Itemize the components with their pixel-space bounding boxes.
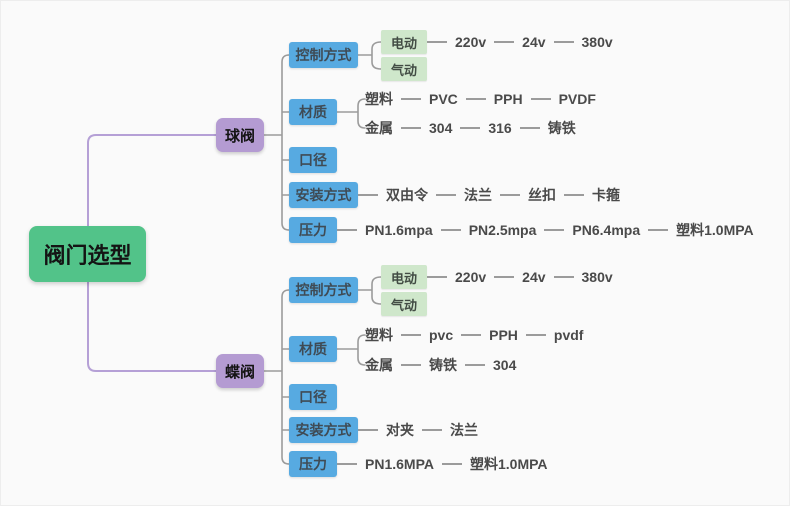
value-node[interactable]: 316: [488, 120, 512, 136]
connector-dash: [530, 98, 551, 100]
connector-dash: [440, 229, 461, 231]
value-node[interactable]: PN1.6MPA: [365, 456, 434, 472]
value-node[interactable]: PPH: [493, 91, 523, 107]
value-node[interactable]: 双由令: [386, 187, 428, 203]
value-node[interactable]: PN6.4mpa: [572, 222, 641, 238]
value-node[interactable]: 24v: [522, 269, 546, 285]
connector-dash: [544, 229, 565, 231]
connector-dash: [525, 334, 546, 336]
category-diameter-butterfly[interactable]: 口径: [289, 384, 337, 410]
category-material-butterfly[interactable]: 材质: [289, 336, 337, 362]
value-node[interactable]: 金属: [365, 357, 393, 373]
connector-dash: [358, 194, 378, 196]
root-node-valve-selection[interactable]: 阀门选型: [29, 226, 146, 282]
connector-dash: [553, 41, 574, 43]
connector-dash: [500, 194, 520, 196]
value-node[interactable]: 304: [493, 357, 517, 373]
metal-material-chain-ball: 金属 304 316 铸铁: [365, 115, 576, 141]
value-node[interactable]: 塑料: [365, 327, 393, 343]
value-node[interactable]: 塑料1.0MPA: [469, 456, 548, 472]
connector-dash: [337, 229, 357, 231]
connector-dash: [436, 194, 456, 196]
connector-dash: [422, 429, 442, 431]
category-installation-ball[interactable]: 安装方式: [289, 182, 358, 208]
connector-dash: [401, 98, 421, 100]
installation-chain-butterfly: 对夹 法兰: [358, 417, 478, 443]
leaf-pneumatic-ball[interactable]: 气动: [381, 57, 427, 81]
connector-dash: [401, 364, 421, 366]
value-node[interactable]: 铸铁: [429, 357, 457, 373]
value-node[interactable]: PPH: [489, 327, 518, 343]
connector-dash: [427, 276, 447, 278]
connector-dash: [337, 463, 357, 465]
value-node[interactable]: 铸铁: [547, 120, 576, 136]
value-node[interactable]: 304: [429, 120, 453, 136]
value-node[interactable]: 24v: [522, 34, 546, 50]
connector-dash: [553, 276, 574, 278]
value-node[interactable]: pvc: [429, 327, 454, 343]
connector-dash: [519, 127, 540, 129]
connector-dash: [358, 429, 378, 431]
category-pressure-butterfly[interactable]: 压力: [289, 451, 337, 477]
value-node[interactable]: 丝扣: [528, 187, 556, 203]
category-control-method-ball[interactable]: 控制方式: [289, 42, 358, 68]
branch-node-butterfly-valve[interactable]: 蝶阀: [216, 354, 264, 388]
category-control-method-butterfly[interactable]: 控制方式: [289, 277, 358, 303]
value-node[interactable]: 220v: [455, 269, 487, 285]
plastic-material-chain-ball: 塑料 PVC PPH PVDF: [365, 86, 596, 112]
connector-dash: [461, 334, 482, 336]
value-node[interactable]: 卡箍: [592, 187, 620, 203]
connector-dash: [494, 41, 515, 43]
category-material-ball[interactable]: 材质: [289, 99, 337, 125]
connector-dash: [401, 127, 421, 129]
connector-dash: [564, 194, 584, 196]
value-node[interactable]: pvdf: [553, 327, 584, 343]
value-node[interactable]: 220v: [455, 34, 487, 50]
pressure-chain-butterfly: PN1.6MPA 塑料1.0MPA: [337, 451, 548, 477]
connector-dash: [441, 463, 462, 465]
value-node[interactable]: 对夹: [386, 422, 414, 438]
category-pressure-ball[interactable]: 压力: [289, 217, 337, 243]
category-installation-butterfly[interactable]: 安装方式: [289, 417, 358, 443]
value-node[interactable]: 380v: [581, 269, 613, 285]
value-node[interactable]: PN2.5mpa: [468, 222, 537, 238]
connector-dash: [494, 276, 515, 278]
leaf-electric-ball[interactable]: 电动: [381, 30, 427, 54]
value-node[interactable]: PVDF: [558, 91, 596, 107]
value-node[interactable]: 法兰: [464, 187, 492, 203]
value-node[interactable]: 法兰: [450, 422, 478, 438]
voltage-chain-butterfly: 220v 24v 380v: [427, 264, 613, 290]
voltage-chain-ball: 220v 24v 380v: [427, 29, 613, 55]
metal-material-chain-butterfly: 金属 铸铁 304: [365, 352, 516, 378]
branch-node-ball-valve[interactable]: 球阀: [216, 118, 264, 152]
connector-dash: [465, 364, 485, 366]
value-node[interactable]: 380v: [581, 34, 613, 50]
value-node[interactable]: 塑料: [365, 91, 393, 107]
installation-chain-ball: 双由令 法兰 丝扣 卡箍: [358, 182, 620, 208]
value-node[interactable]: PVC: [429, 91, 458, 107]
connector-dash: [427, 41, 447, 43]
value-node[interactable]: PN1.6mpa: [365, 222, 433, 238]
category-diameter-ball[interactable]: 口径: [289, 147, 337, 173]
connector-dash: [401, 334, 421, 336]
connector-dash: [648, 229, 669, 231]
leaf-electric-butterfly[interactable]: 电动: [381, 265, 427, 289]
leaf-pneumatic-butterfly[interactable]: 气动: [381, 292, 427, 316]
connector-dash: [465, 98, 486, 100]
pressure-chain-ball: PN1.6mpa PN2.5mpa PN6.4mpa 塑料1.0MPA: [337, 217, 754, 243]
value-node[interactable]: 金属: [365, 120, 393, 136]
plastic-material-chain-butterfly: 塑料 pvc PPH pvdf: [365, 322, 583, 348]
connector-dash: [460, 127, 481, 129]
value-node[interactable]: 塑料1.0MPA: [676, 222, 754, 238]
